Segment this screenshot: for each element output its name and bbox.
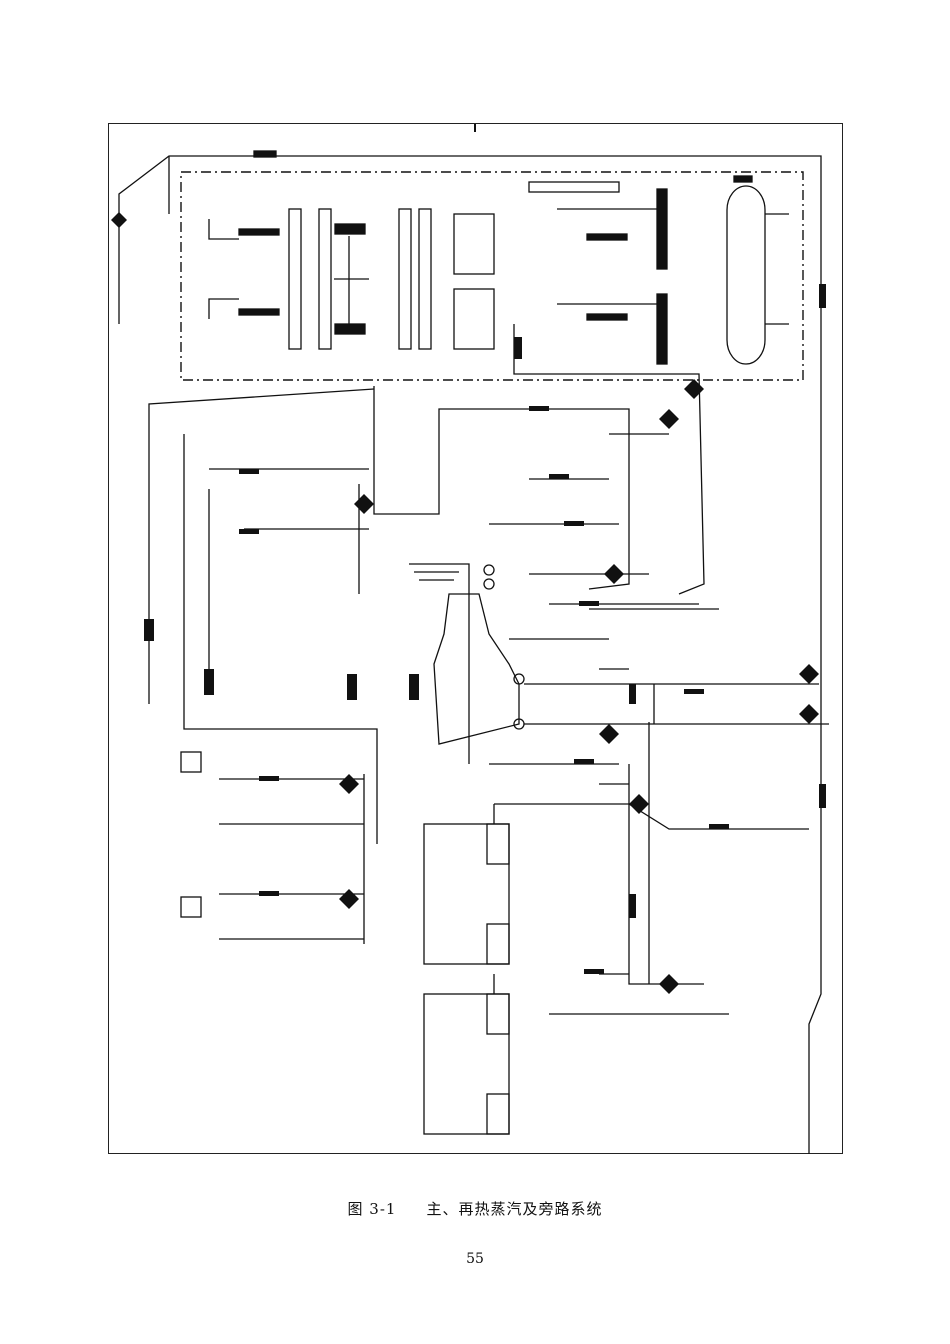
page-number: 55 (466, 1251, 484, 1267)
figure-caption: 图 3-1 主、再热蒸汽及旁路系统 (0, 1198, 950, 1219)
figure-title: 主、再热蒸汽及旁路系统 (426, 1200, 603, 1218)
figure-label: 图 3-1 (347, 1200, 397, 1218)
boiler-internals (208, 181, 789, 365)
boiler-boundary (180, 171, 804, 381)
steam-system-schematic (111, 124, 829, 1154)
top-header-pipes (118, 124, 822, 1154)
reheat-bypass-network (489, 638, 809, 1015)
piping-diagram (108, 123, 843, 1154)
condensers (423, 804, 510, 1135)
auxiliary-branches (180, 751, 365, 944)
valves (111, 212, 826, 994)
turbine (409, 563, 829, 764)
main-steam-lines (148, 324, 719, 844)
